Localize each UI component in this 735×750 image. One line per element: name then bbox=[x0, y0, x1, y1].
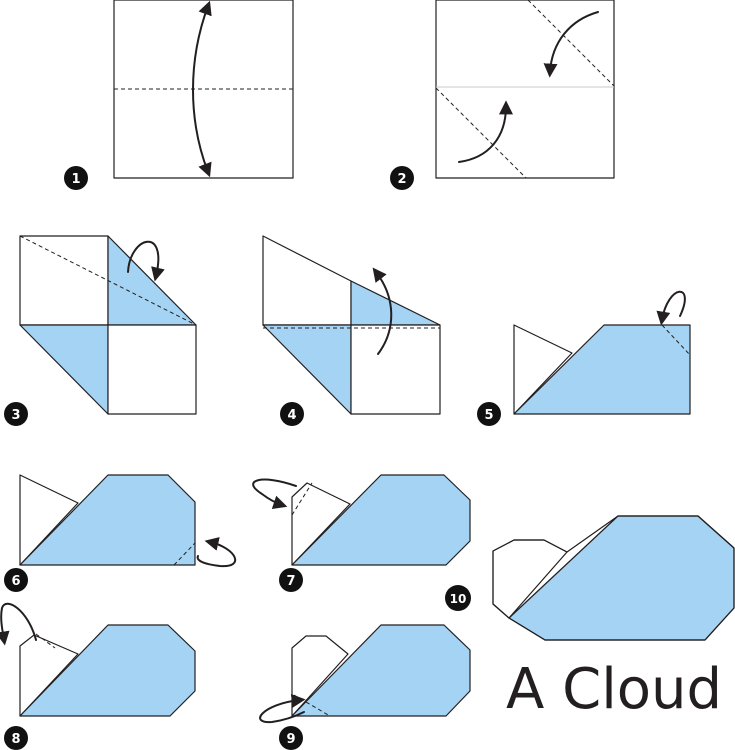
step-5-fold-arrow-icon bbox=[656, 290, 686, 326]
step-4-upper-white-flap bbox=[262, 235, 352, 326]
step-1-fold-arrow-icon bbox=[192, 0, 212, 178]
step-8-number: 8 bbox=[11, 732, 20, 747]
step-2-fold-line-top bbox=[527, 0, 615, 87]
step-2-fold-line-bottom bbox=[435, 87, 527, 179]
step-3-lower-right-square bbox=[107, 324, 197, 415]
step-6-fold-line bbox=[173, 542, 196, 566]
step-8-fold-line bbox=[35, 633, 56, 649]
step-1-number: 1 bbox=[71, 172, 80, 187]
step-7-blue-body bbox=[291, 474, 471, 566]
step-6-white-flap bbox=[19, 474, 79, 566]
step-6-badge: 6 bbox=[4, 568, 28, 592]
step-7-badge: 7 bbox=[279, 568, 303, 592]
step-4-lower-right-square bbox=[350, 324, 441, 415]
step-9-blue-body bbox=[291, 624, 471, 717]
step-5-badge: 5 bbox=[477, 402, 501, 426]
step-4: 4 bbox=[262, 235, 441, 426]
step-2: 2 bbox=[390, 0, 615, 190]
step-10: 10 bbox=[445, 515, 735, 641]
step-4-lower-blue-triangle bbox=[262, 324, 352, 415]
diagram-title: A Cloud bbox=[506, 657, 722, 722]
step-3-upper-blue-triangle bbox=[107, 235, 197, 326]
step-2-rectangle-paper bbox=[435, 0, 615, 179]
step-5-number: 5 bbox=[484, 408, 493, 423]
step-4-upper-blue-triangle bbox=[350, 280, 441, 326]
step-5-blue-body bbox=[513, 324, 691, 415]
step-3-lower-blue-triangle bbox=[19, 324, 109, 415]
step-7-fold-line bbox=[291, 482, 313, 516]
step-1: 1 bbox=[64, 0, 294, 190]
step-6-number: 6 bbox=[11, 574, 20, 589]
step-7-white-flap bbox=[291, 482, 351, 566]
step-8-blue-body bbox=[19, 624, 196, 717]
step-1-square-paper bbox=[113, 0, 294, 179]
step-3: 3 bbox=[4, 235, 197, 426]
step-4-number: 4 bbox=[287, 408, 296, 423]
step-9-fold-arrow-icon bbox=[259, 693, 306, 724]
step-8-badge: 8 bbox=[4, 726, 28, 750]
step-2-badge: 2 bbox=[390, 166, 414, 190]
step-3-number: 3 bbox=[11, 408, 20, 423]
step-4-badge: 4 bbox=[280, 402, 304, 426]
step-7: 7 bbox=[252, 474, 471, 592]
step-2-number: 2 bbox=[397, 172, 406, 187]
step-1-badge: 1 bbox=[64, 166, 88, 190]
step-6: 6 bbox=[4, 474, 237, 592]
step-9: 9 bbox=[259, 624, 471, 750]
step-5-white-flap bbox=[513, 324, 573, 415]
step-4-fold-arrow-icon bbox=[372, 267, 393, 355]
step-9-number: 9 bbox=[286, 732, 295, 747]
step-10-outline bbox=[492, 515, 735, 641]
step-10-number: 10 bbox=[450, 592, 467, 606]
step-3-badge: 3 bbox=[4, 402, 28, 426]
step-6-blue-body bbox=[19, 474, 196, 566]
step-2-fold-arrow-top-icon bbox=[543, 11, 599, 78]
step-5: 5 bbox=[477, 290, 691, 426]
step-2-fold-arrow-bottom-icon bbox=[458, 100, 513, 163]
step-9-badge: 9 bbox=[279, 726, 303, 750]
step-6-fold-arrow-icon bbox=[196, 537, 237, 568]
step-8-fold-arrow-icon bbox=[0, 602, 37, 646]
step-8-white-flap bbox=[19, 634, 79, 717]
step-3-fold-line bbox=[19, 235, 197, 326]
step-3-upper-left-square bbox=[19, 235, 109, 326]
step-8: 8 bbox=[0, 602, 196, 750]
step-3-fold-arrow-icon bbox=[127, 240, 165, 282]
step-7-fold-arrow-icon bbox=[252, 478, 297, 509]
step-7-number: 7 bbox=[286, 574, 295, 589]
step-10-badge: 10 bbox=[445, 585, 471, 611]
